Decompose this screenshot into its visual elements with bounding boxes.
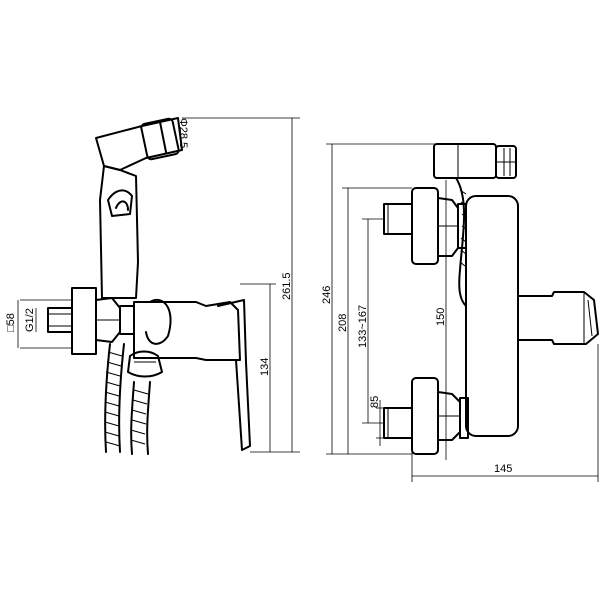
head-diameter-label: Φ28.5 [177, 118, 189, 148]
total-height-front-label: 246 [321, 286, 333, 304]
left-dimensions [17, 117, 300, 453]
total-height-side-label: 261.5 [281, 272, 293, 300]
lower-bracket [383, 377, 469, 455]
hand-shower-front [433, 143, 517, 179]
bracket-height-label: 208 [337, 314, 349, 332]
thread-label: G1/2 [24, 308, 36, 332]
mixer-body [127, 299, 251, 451]
depth-label: 145 [494, 463, 512, 475]
body-height-label: 134 [259, 358, 271, 376]
hoses [104, 343, 151, 455]
base-square-label: □58 [5, 313, 17, 332]
center-range-label: 133~167 [357, 305, 369, 348]
inlet-center-label: 150 [435, 308, 447, 326]
mixer-body-front [465, 195, 599, 437]
pipe-offset-label: 85 [369, 396, 381, 408]
right-dimensions [326, 143, 599, 482]
upper-bracket [383, 187, 467, 265]
hand-shower [95, 117, 183, 299]
hose-front [455, 177, 468, 307]
right-view: 246 208 133~167 150 85 145 [321, 143, 599, 482]
left-view: Φ28.5 261.5 □58 G1/2 134 [5, 117, 300, 455]
